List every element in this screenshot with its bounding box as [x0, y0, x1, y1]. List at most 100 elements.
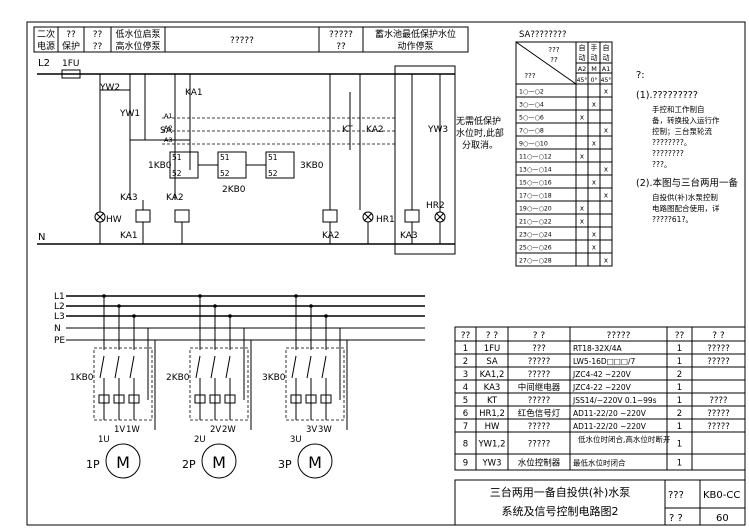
header-cell-0-line-1: 二次	[37, 28, 55, 40]
bom-row-7-col-3: 低水位时闭合,高水位时断开	[578, 434, 671, 444]
relay-contact-3: 52	[220, 169, 230, 178]
bom-row-1-col-0: 2	[463, 357, 468, 367]
note-0-line-6: ???。	[652, 160, 671, 169]
motor-symbol-letter-0: M	[116, 453, 130, 472]
power-bus-label-3: N	[54, 324, 61, 334]
circuit-label-19: HR2	[426, 201, 445, 211]
bom-row-3-col-1: KA3	[484, 383, 501, 393]
bom-row-4-col-3: JSS14/~220V 0.1~99s	[572, 396, 657, 405]
power-bus-label-0: L1	[54, 292, 65, 302]
note-0-line-5: ????????	[652, 149, 684, 158]
bom-row-6-col-3: AD11-22/20 ~220V	[573, 422, 647, 431]
relay-contact-4: 51	[268, 153, 278, 162]
sa-corner-label-1: ??	[550, 56, 558, 64]
note-0-line-1: 手控和工作制自	[652, 104, 705, 114]
sa-row-0-contact: 1○—○2	[519, 89, 544, 96]
sa-row-2-contact: 5○—○6	[519, 115, 544, 122]
sa-contact-0: A1	[164, 112, 173, 120]
drawing-code: KB0-CC	[703, 490, 740, 501]
sa-col-1-h2: 动	[591, 53, 598, 62]
circuit-label-3: SA	[160, 126, 173, 136]
motor-symbol-letter-1: M	[212, 453, 226, 472]
sa-col-1-h3: M	[591, 65, 597, 73]
bom-row-7-col-0: 8	[463, 440, 468, 450]
bom-row-4-col-1: KT	[487, 396, 498, 406]
note-0-line-3: 控制；三台泵轮流	[652, 126, 712, 136]
motor-terminal-2-w: 3W	[318, 425, 332, 435]
motor-terminal-0-v: 1V	[114, 425, 125, 435]
bom-row-3-col-2: 中间继电器	[518, 382, 561, 393]
circuit-label-22: KA1	[120, 231, 138, 241]
notes-block: ?: (1).?????????手控和工作制自备，转换投入运行作控制；三台泵轮流…	[636, 70, 738, 224]
relay-contact-5: 52	[268, 169, 278, 178]
bom-row-5-col-2: 红色信号灯	[518, 408, 561, 419]
bom-row-8-col-1: YW3	[481, 459, 501, 469]
motor-symbol-2	[297, 443, 333, 479]
notes-heading: ?:	[636, 70, 645, 81]
sa-col-0-h4: 45°	[577, 77, 588, 84]
circuit-label-2: KA1	[185, 88, 203, 98]
bom-row-2-col-0: 3	[463, 370, 468, 380]
relay-contact-2: 51	[220, 153, 230, 162]
bom-row-6-col-5: ?????	[707, 422, 730, 432]
bom-row-5-col-5: ?????	[707, 409, 730, 419]
sa-col-1-h4: 0°	[591, 77, 598, 84]
bom-header-2: ? ?	[533, 331, 546, 341]
note-1-line-3: ?????61?。	[652, 215, 693, 224]
sa-col-2-h1: 自	[603, 43, 610, 52]
sa-col-0-h1: 自	[579, 43, 586, 52]
bus-label-l2: L2	[38, 58, 50, 69]
power-bus-label-4: PE	[54, 336, 65, 346]
bom-row-3-col-3: JZC4-22 ~220V	[572, 383, 632, 392]
circuit-label-9: KT	[342, 125, 353, 135]
header-cell-0-line-2: 电源	[37, 40, 55, 52]
circuit-label-8: KA2	[166, 193, 184, 203]
bom-row-5-col-0: 6	[463, 409, 468, 419]
fuse-label: 1FU	[62, 59, 80, 69]
power-bus-label-2: L3	[54, 312, 65, 322]
bom-row-0-col-5: ?????	[707, 344, 730, 354]
circuit-note-line-0: 无需低保护	[456, 115, 501, 127]
sa-row-7-mark-1: x	[592, 179, 596, 187]
circuit-label-17: KA2	[322, 231, 340, 241]
bom-row-2-col-3: JZC4-42 ~220V	[572, 370, 632, 379]
bom-row-0-col-1: 1FU	[484, 344, 501, 354]
circuit-label-16: KA2	[366, 125, 384, 135]
header-cell-5-line-1: ?????	[329, 30, 353, 40]
bom-row-1-col-3: LW5-16D□□□/7	[573, 357, 635, 366]
drawing-frame	[26, 21, 746, 526]
page-number: 60	[716, 513, 729, 524]
header-cell-4-line-1: ?????	[230, 36, 254, 46]
circuit-label-1: YW1	[119, 109, 140, 119]
bom-row-8-col-3: 最低水位时闭合	[573, 458, 626, 468]
motor-label-2: 3P	[278, 458, 292, 471]
bom-row-7-col-4: 1	[677, 440, 682, 450]
kb0-breaker-label-2: 3KB0	[262, 373, 286, 383]
motor-terminal-1-v: 2V	[210, 425, 221, 435]
bom-row-0-col-4: 1	[677, 344, 682, 354]
motor-terminal-1-u: 2U	[194, 435, 206, 445]
sa-row-3-contact: 7○—○8	[519, 128, 544, 135]
bom-header-3: ?????	[607, 331, 631, 341]
sa-row-13-mark-2: x	[604, 257, 608, 265]
sa-row-6-contact: 13○—○14	[519, 167, 552, 174]
bom-row-2-col-1: KA1,2	[480, 370, 505, 380]
sa-col-1-h1: 手	[591, 43, 598, 52]
bom-row-1-col-2: ?????	[528, 357, 551, 367]
sa-corner-label-0: ???	[548, 46, 559, 54]
bom-header-5: ? ?	[712, 331, 725, 341]
bus-label-n: N	[38, 232, 45, 243]
sa-row-1-mark-1: x	[592, 101, 596, 109]
sa-row-2-mark-0: x	[580, 114, 584, 122]
title-label-b: ? ?	[669, 513, 683, 524]
sa-row-11-contact: 23○—○24	[519, 232, 552, 239]
bom-row-5-col-1: HR1,2	[479, 409, 505, 419]
sa-row-3-mark-2: x	[604, 127, 608, 135]
sa-row-9-mark-0: x	[580, 205, 584, 213]
header-cell-1-line-2: 保护	[62, 40, 80, 52]
sa-contact-1: A2	[164, 124, 173, 132]
